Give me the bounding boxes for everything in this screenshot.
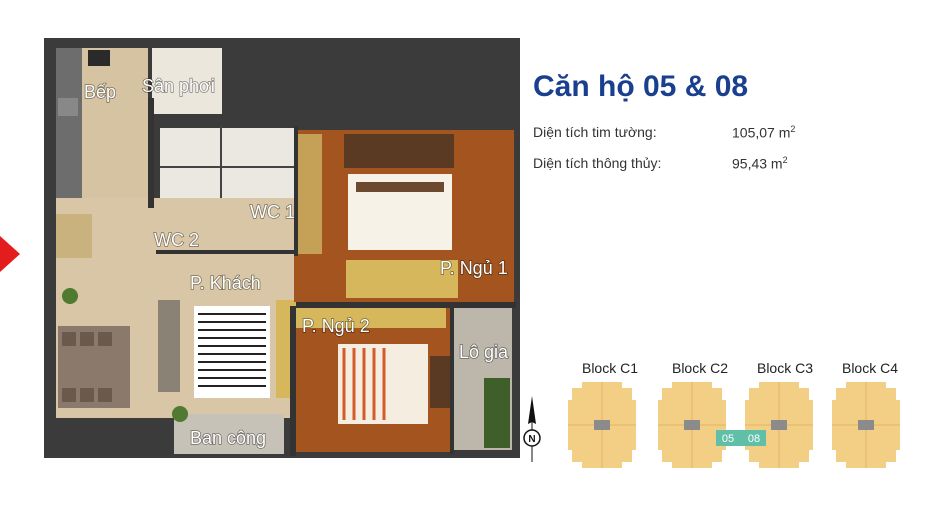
wardrobe-1 — [294, 134, 322, 254]
room-label-wc1: WC 1 — [250, 202, 295, 222]
block-c2-shape — [657, 382, 727, 468]
compass-icon: N — [523, 396, 541, 462]
room-label-balcony: Ban công — [190, 428, 266, 448]
block-c4-shape — [831, 382, 901, 468]
room-label-bedroom-2: P. Ngủ 2 — [302, 316, 370, 336]
spec-label: Diện tích thông thủy: — [533, 155, 662, 171]
unit-05-label: 05 — [722, 433, 734, 445]
spec-value: 105,07 m2 — [732, 124, 796, 141]
stove — [88, 50, 110, 66]
bed-2-headboard — [430, 356, 450, 408]
spec-label: Diện tích tim tường: — [533, 124, 657, 140]
balcony-floor — [174, 414, 284, 454]
apartment-title: Căn hộ 05 & 08 — [533, 70, 749, 103]
block-c3-shape — [744, 382, 814, 468]
block-c1-shape — [568, 382, 637, 468]
living-rug — [194, 306, 270, 398]
spec-value: 95,43 m2 — [732, 155, 788, 172]
entrance-arrow — [0, 236, 20, 272]
room-label-kitchen: Bếp — [84, 82, 116, 102]
kitchen-sink — [58, 98, 78, 116]
floor-plan: Bếp Sân phơi WC 1 WC 2 P. Khách P. Ngủ 1… — [44, 38, 520, 458]
wardrobe-2 — [296, 308, 446, 328]
drying-yard-floor — [152, 48, 222, 114]
compass-north-label: N — [528, 434, 535, 445]
room-label-drying-yard: Sân phơi — [142, 76, 215, 96]
highlighted-units — [716, 430, 766, 446]
room-label-loggia: Lô gia — [459, 342, 509, 362]
room-label-bedroom-1: P. Ngủ 1 — [440, 258, 508, 278]
block-label-c2: Block C2 — [671, 360, 729, 376]
kitchen-counter — [56, 48, 82, 198]
sofa — [158, 300, 180, 392]
desk-1 — [346, 260, 458, 298]
unit-08-label: 08 — [748, 433, 760, 445]
block-layout-diagram: 05 08 — [568, 382, 901, 468]
block-label-c1: Block C1 — [581, 360, 639, 376]
block-label-c4: Block C4 — [841, 360, 899, 376]
bed-1-headboard — [344, 134, 454, 168]
block-label-c3: Block C3 — [756, 360, 814, 376]
room-label-living: P. Khách — [190, 273, 261, 293]
room-label-wc2: WC 2 — [154, 230, 199, 250]
